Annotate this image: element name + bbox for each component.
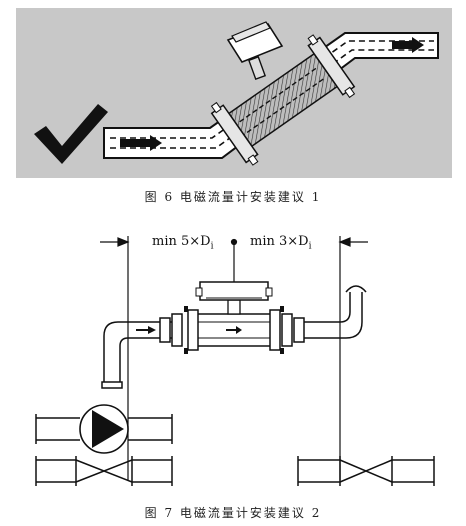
figure7-flowmeter xyxy=(184,281,284,354)
downstream-distance-label: min 3×Di xyxy=(250,234,312,252)
figure6-converter-head xyxy=(226,21,284,81)
valve-icon xyxy=(35,456,173,486)
valve-icon xyxy=(297,456,435,486)
flow-arrow-icon xyxy=(136,326,156,334)
upstream-distance-label: min 5×Di xyxy=(152,234,214,252)
figure7-caption: 图 7 电磁流量计安装建议 2 xyxy=(144,506,322,520)
flow-arrow-icon xyxy=(392,37,424,53)
pump-icon xyxy=(35,404,173,454)
check-mark-icon xyxy=(34,104,108,164)
flow-arrow-icon xyxy=(226,326,242,334)
flow-arrow-icon xyxy=(120,135,162,151)
figure7-panel xyxy=(35,236,435,486)
figure6-flowmeter xyxy=(210,34,356,166)
figure6-caption: 图 6 电磁流量计安装建议 1 xyxy=(144,190,322,204)
figure7-piping xyxy=(101,285,367,389)
figure6-panel xyxy=(16,8,452,178)
reference-lines xyxy=(127,236,341,480)
